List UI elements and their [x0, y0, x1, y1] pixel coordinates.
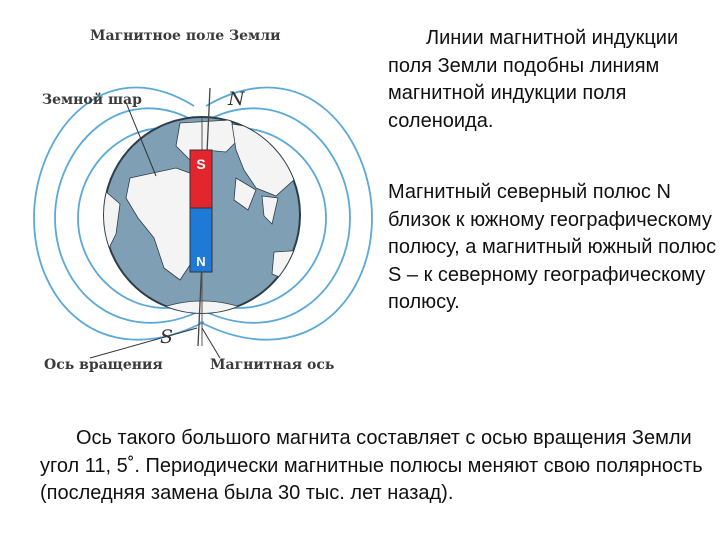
globe-label: Земной шар	[42, 92, 142, 108]
magnetic-axis-label-leader	[201, 327, 221, 359]
rotation-axis-label-leader	[89, 327, 198, 359]
paragraph-field-lines: Линии магнитной индукции поля Земли подо…	[388, 27, 679, 132]
earth-magnetic-field-illustration	[33, 86, 373, 359]
continent-arabia	[233, 177, 257, 211]
paragraph-poles: Магнитный северный полюс N близок к южно…	[388, 181, 717, 313]
field-line-left-outer	[33, 86, 205, 341]
magnet-north-half	[189, 207, 213, 273]
field-line-right-outer	[199, 86, 373, 341]
geographic-north-label: N	[228, 88, 245, 110]
earth-magnetic-field-figure: Магнитное поле Земли Земной шар Ось вращ…	[30, 28, 375, 380]
figure-title: Магнитное поле Земли	[90, 28, 281, 44]
geographic-south-label: S	[160, 326, 174, 348]
field-line-right-mid	[201, 107, 351, 324]
magnet-top-letter: S	[196, 156, 206, 172]
continent-india	[261, 195, 279, 225]
globe-label-leader	[124, 99, 157, 177]
magnetic-axis-label: Магнитная ось	[210, 357, 335, 373]
paragraph-axis-angle: Ось такого большого магнита составляет с…	[40, 427, 703, 504]
magnet-bottom-letter: N	[196, 254, 206, 269]
field-line-left-inner	[77, 127, 201, 309]
field-line-right-inner	[201, 127, 327, 309]
rotation-axis-label: Ось вращения	[44, 357, 163, 373]
